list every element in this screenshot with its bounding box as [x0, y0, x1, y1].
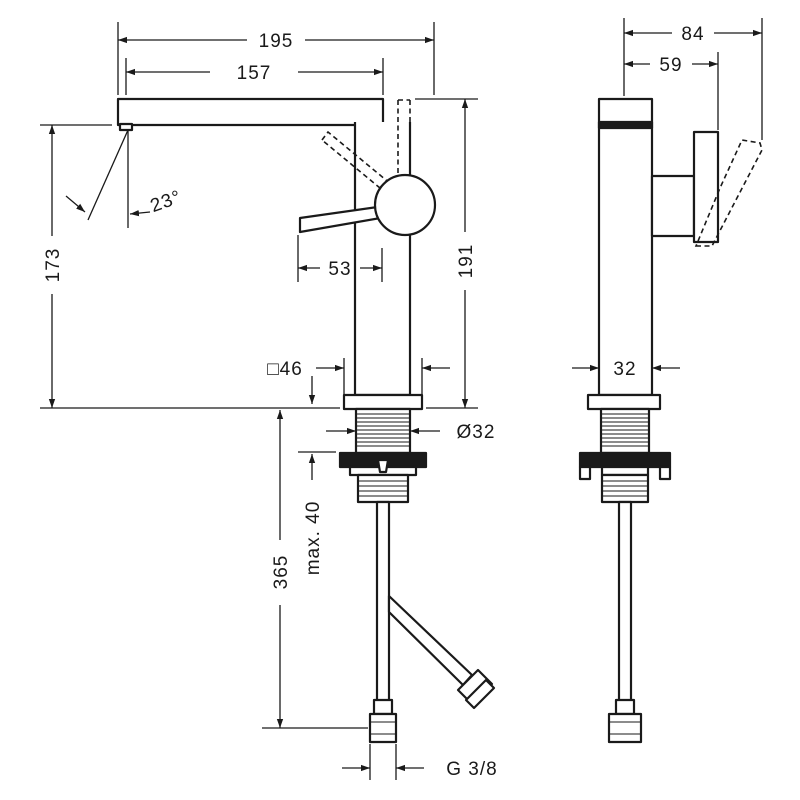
front-view: 195 157 23° 173 191 53 □46 — [40, 22, 497, 780]
supply-hose-angled — [387, 594, 474, 687]
hose-connector-nut — [368, 712, 398, 744]
side-hose-connector-nut — [607, 712, 643, 744]
side-view: 84 59 32 — [572, 18, 763, 744]
side-thread-lines — [601, 413, 649, 447]
dim-spout-height: 173 — [43, 248, 64, 283]
lower-shank — [356, 473, 410, 504]
side-lower-shank — [600, 473, 650, 504]
dim-total-height: 191 — [456, 244, 477, 279]
dim-body-width: 32 — [613, 359, 636, 380]
base-flange — [342, 393, 424, 411]
dim-thread-diameter: Ø32 — [457, 422, 496, 443]
dim-hose-length: 365 — [271, 555, 292, 590]
dim-spout-reach: 195 — [259, 31, 294, 52]
side-fixing-nut — [578, 451, 672, 469]
side-spout-band — [597, 120, 654, 130]
lever-tilted-position-hidden — [320, 130, 394, 195]
side-lever-tilted-hidden — [694, 139, 763, 247]
dim-body-square: □46 — [267, 359, 303, 380]
side-handle-hub — [650, 174, 696, 238]
dim-lever-length: 53 — [328, 259, 351, 280]
lower-thread-lines — [358, 480, 408, 497]
handle-hub — [373, 173, 437, 237]
dim-max-deck-thickness: max. 40 — [303, 501, 324, 576]
shank-thread-lines — [356, 413, 410, 447]
dim-spout-outlet: 157 — [237, 63, 272, 84]
dim-connection-thread: G 3/8 — [446, 759, 497, 780]
spout-outlet-aerator — [118, 122, 134, 132]
side-supply-hose — [617, 500, 633, 704]
dim-spout-angle: 23° — [148, 187, 185, 218]
supply-hose-vertical — [375, 500, 391, 704]
spout — [116, 97, 385, 127]
dim-lever-depth: 59 — [659, 55, 682, 76]
side-faucet-body — [597, 97, 654, 397]
side-base-flange — [586, 393, 662, 411]
dim-overall-depth: 84 — [681, 24, 704, 45]
side-lever-handle — [692, 130, 720, 244]
